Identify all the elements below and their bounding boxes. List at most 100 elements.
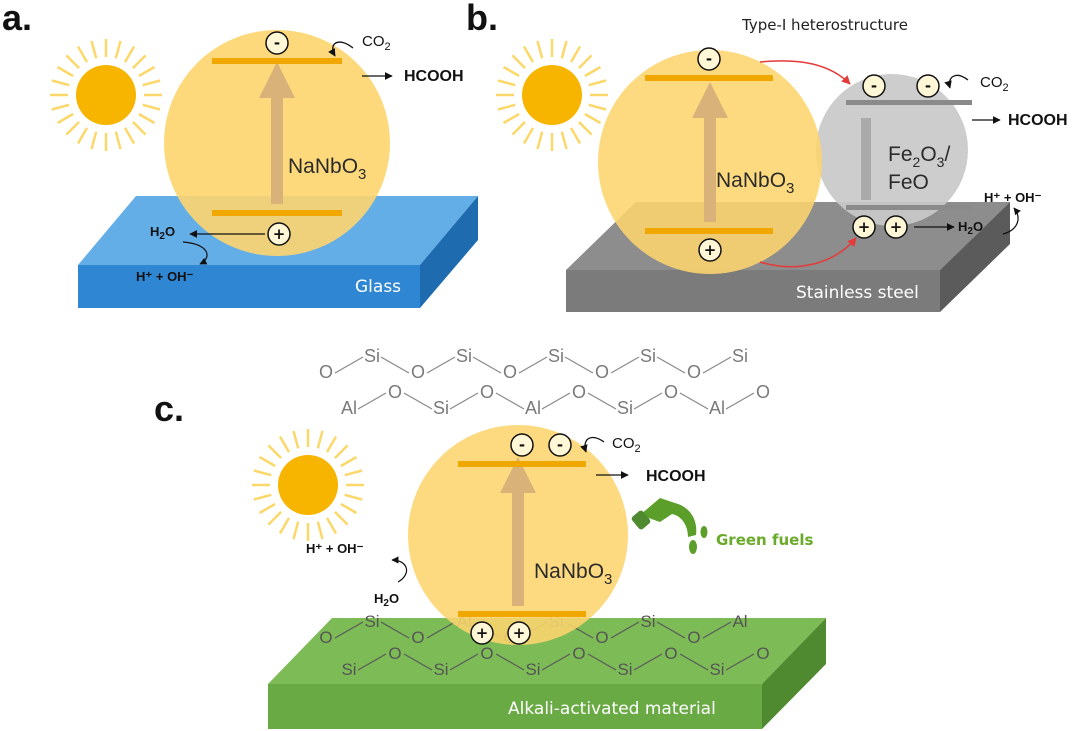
svg-text:-: - [706,50,712,68]
panel-b: b. Type-I heterostructure Stainless stee… [466,0,1068,312]
ions-arrow [1002,207,1021,235]
atom-label: Si [732,346,748,366]
co2-arrow [328,41,354,57]
atom-label: Si [709,660,724,679]
bond-line [426,621,456,639]
hole-icon: + [470,621,494,645]
aam-substrate: OSiOAlOSiOSiOAlSiOSiOSiOSiOSiO Alkali-ac… [268,612,826,729]
h2o-label: H2O [958,219,983,237]
atom-label: Si [525,660,540,679]
fe-conduction-band [846,100,972,105]
bond-line [518,356,548,374]
atom-label: Si [364,346,380,366]
particle-label: NaNbO3 [716,169,794,197]
co2-label: CO2 [980,74,1009,94]
svg-text:-: - [274,34,280,52]
particle-label: NaNbO3 [288,155,366,183]
feo-label: FeO [888,171,929,194]
co2-label: CO2 [362,33,391,53]
sun-icon [252,429,364,541]
atom-label: Si [640,612,655,631]
valence-band [458,611,586,617]
bond-line [656,621,686,639]
bond-line [334,621,364,639]
atom-label: O [319,628,332,647]
h2o-label: H2O [150,224,175,242]
bond-line [403,653,433,671]
atom-label: Si [341,660,356,679]
ions-arrow [182,241,208,265]
electron-icon: - [697,47,721,71]
bond-line [357,653,387,671]
bond-line [334,356,364,374]
bond-line [587,653,617,671]
atom-label: O [388,382,402,402]
bond-line [449,653,479,671]
svg-text:+: + [476,624,489,642]
svg-text:+: + [858,218,871,236]
bond-line [679,392,709,410]
svg-text:-: - [925,77,931,95]
co2-label: CO2 [612,435,641,455]
atom-label: O [480,644,493,663]
particle-label: NaNbO3 [534,560,612,588]
atom-label: Si [617,660,632,679]
fuel-nozzle-icon [631,498,708,554]
glass-label: Glass [355,277,401,297]
panel-c-label: c. [154,388,184,429]
steel-label: Stainless steel [796,283,919,303]
sun-icon [50,39,162,151]
atom-label: Si [640,346,656,366]
fe2o3-label: Fe2O3/ [888,143,950,170]
atom-label: Al [525,398,541,418]
atom-label: Si [433,660,448,679]
valence-band [645,228,773,234]
bond-line [702,621,732,639]
atom-label: O [411,628,424,647]
bond-line [702,356,732,374]
electron-icon: - [510,433,534,457]
atom-label: O [687,628,700,647]
bond-line [380,621,410,639]
bond-line [725,653,755,671]
atom-label: O [572,644,585,663]
hole-icon: + [267,222,291,246]
atom-label: Al [709,398,725,418]
svg-text:+: + [513,624,526,642]
atom-label: O [664,382,678,402]
bond-line [449,392,479,410]
atom-label: O [319,362,333,382]
bond-line [633,392,663,410]
atom-label: O [664,644,677,663]
conduction-band [458,461,586,467]
hcooh-label: HCOOH [404,68,464,85]
atom-label: Si [433,398,449,418]
bond-line [679,653,709,671]
panel-b-label: b. [466,0,498,38]
atom-label: Al [732,612,747,631]
panel-a: a. Glass NaNbO3 - + CO2 [2,0,478,308]
atom-label: O [503,362,517,382]
fe2o3-particle [816,74,968,226]
electron-icon: - [265,31,289,55]
hole-icon: + [698,238,722,262]
hole-icon: + [884,215,908,239]
bond-line [610,356,640,374]
svg-text:+: + [273,225,286,243]
atom-label: O [756,382,770,402]
bond-line [541,392,571,410]
valence-band [212,210,342,216]
ions-label: H⁺ + OH⁻ [136,269,194,284]
hole-icon: + [852,215,876,239]
bond-line [426,356,456,374]
bond-line [541,653,571,671]
ions-label: H⁺ + OH⁻ [306,541,364,556]
green-fuels-label: Green fuels [716,531,813,549]
co2-arrow [580,436,605,453]
sun-icon [496,39,608,151]
atom-label: O [687,362,701,382]
fe-valence-band [846,205,972,210]
